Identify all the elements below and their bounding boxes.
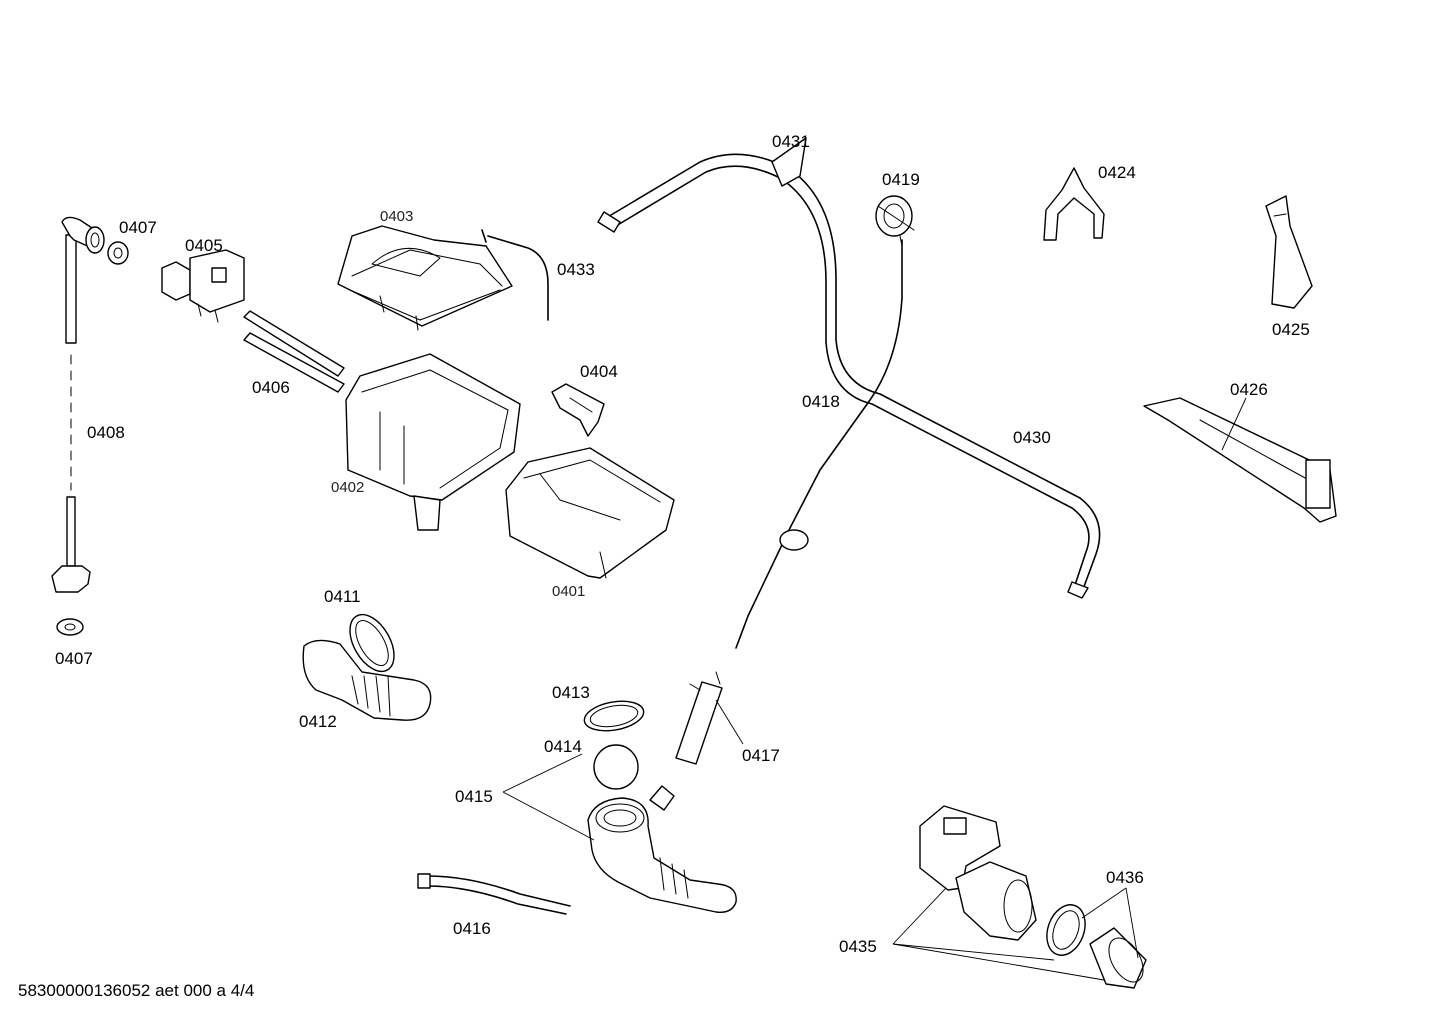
callout-0425: 0425 — [1272, 320, 1310, 339]
callout-0426: 0426 — [1230, 380, 1268, 399]
part-0408-inlet-hose — [51, 216, 105, 593]
part-0412-bellows-hose — [302, 639, 432, 721]
callout-0416: 0416 — [453, 919, 491, 938]
callout-0401: 0401 — [552, 583, 586, 600]
callout-0424: 0424 — [1098, 163, 1136, 182]
callout-leader-lines — [502, 397, 1247, 981]
part-0433-hose — [481, 229, 549, 321]
part-0426-rail — [1143, 397, 1337, 523]
callout-0404: 0404 — [580, 362, 618, 381]
callout-0408: 0408 — [87, 423, 125, 442]
callout-0407-top: 0407 — [119, 218, 157, 237]
callout-0402: 0402 — [331, 479, 365, 496]
callout-0411: 0411 — [324, 587, 361, 606]
callout-0418: 0418 — [802, 392, 840, 411]
part-0424-bracket — [1043, 167, 1105, 241]
part-0414-ball — [593, 744, 639, 790]
callout-0417: 0417 — [742, 746, 780, 765]
callout-0414: 0414 — [544, 737, 582, 756]
part-0404-siphon-insert — [551, 383, 605, 437]
callout-0405: 0405 — [185, 236, 223, 255]
part-0436-filter-seal — [1046, 904, 1147, 989]
part-0407-washer-top — [107, 241, 129, 265]
part-0415-sump-hose — [587, 785, 737, 913]
callout-0412: 0412 — [299, 712, 337, 731]
part-0407-washer-bottom — [56, 618, 84, 636]
part-0416-hose — [417, 873, 571, 915]
callout-0435: 0435 — [839, 937, 877, 956]
part-0430-0431-hose — [597, 137, 1101, 599]
part-0419-pressure-switch — [875, 195, 915, 247]
callout-0436: 0436 — [1106, 868, 1144, 887]
callout-0415: 0415 — [455, 787, 493, 806]
part-0435-drain-pump — [919, 805, 1037, 941]
callout-0431: 0431 — [772, 132, 810, 151]
part-0417-sensor — [675, 671, 723, 765]
callout-0403: 0403 — [380, 208, 414, 225]
part-0403-dispenser-cover — [337, 225, 513, 331]
part-0401-detergent-drawer — [505, 447, 675, 579]
callout-0406: 0406 — [252, 378, 290, 397]
drawing-id: 58300000136052 aet 000 a 4/4 — [18, 981, 255, 1000]
callout-0430: 0430 — [1013, 428, 1051, 447]
part-0411-seal — [349, 613, 395, 673]
part-0405-inlet-valve — [161, 249, 245, 323]
callout-0413: 0413 — [552, 683, 590, 702]
callout-0407-bottom: 0407 — [55, 649, 93, 668]
part-0413-o-ring — [583, 700, 645, 732]
part-0418-pressure-tube — [735, 239, 903, 649]
part-0402-drawer-housing — [345, 353, 521, 531]
callout-0419: 0419 — [882, 170, 920, 189]
part-0406-hose-pieces — [243, 310, 345, 393]
callout-0433: 0433 — [557, 260, 595, 279]
part-0425-clip — [1265, 195, 1313, 309]
